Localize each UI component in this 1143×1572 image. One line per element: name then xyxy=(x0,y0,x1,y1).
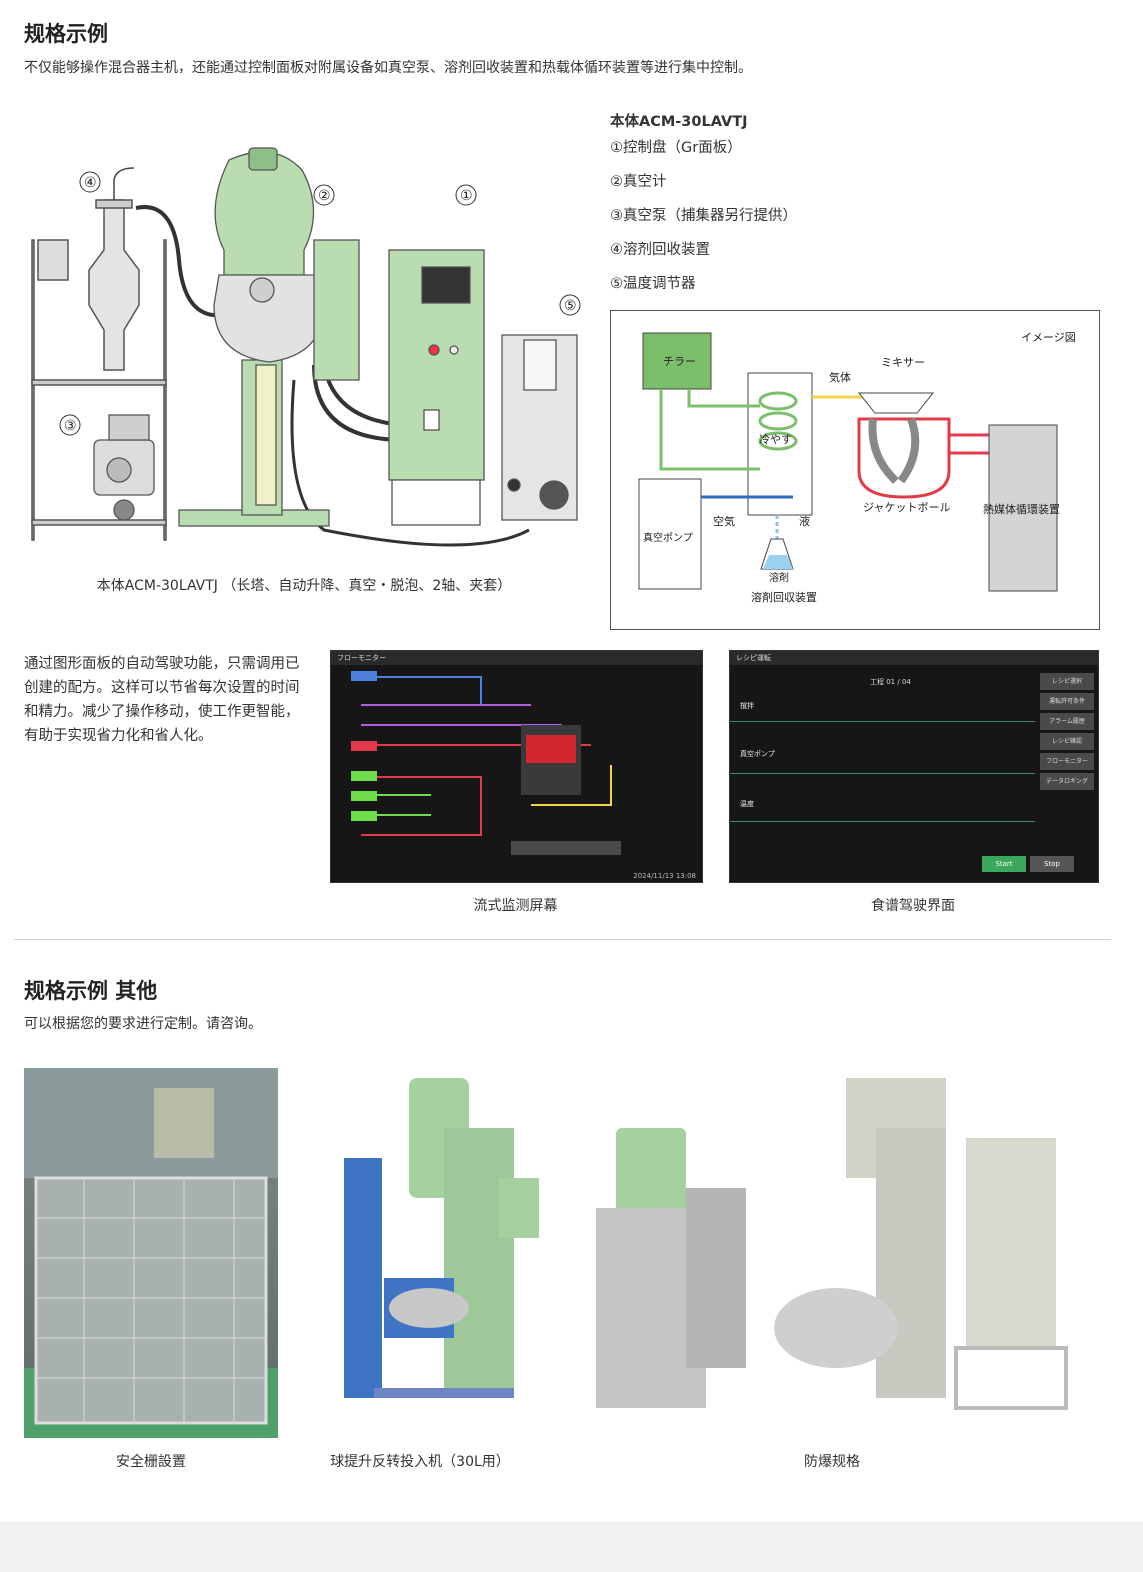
spec-item: ④溶剂回收装置 xyxy=(610,242,710,258)
spec-item: ②真空计 xyxy=(610,174,667,190)
explosion-proof-photo xyxy=(576,1068,1092,1428)
stop-button[interactable]: Stop xyxy=(1030,856,1074,872)
diagram-jacket-bowl-label: ジャケットボール xyxy=(863,501,951,514)
recipe-row-vacuum: 真空ポンプ xyxy=(740,750,775,758)
solvent-recovery-unit xyxy=(31,167,167,541)
diagram-heat-medium-label: 熱媒体循環装置 xyxy=(983,503,1060,516)
callout-5: ⑤ xyxy=(564,298,577,314)
recipe-menu-item[interactable]: フローモニター xyxy=(1040,753,1094,770)
recipe-menu-item[interactable]: データロギング xyxy=(1040,773,1094,790)
machine-illustration: ④ ② ① ⑤ ③ xyxy=(31,147,581,547)
diagram-mixer-label: ミキサー xyxy=(881,356,925,369)
diagram-chiller-label: チラー xyxy=(663,355,696,368)
recipe-row-stir: 撹拌 xyxy=(740,702,754,710)
diagram-cool-label: 冷やす xyxy=(759,433,792,446)
recipe-row-temp: 温度 xyxy=(740,800,754,808)
diagram-air-label: 空気 xyxy=(713,515,735,528)
spec-list: 本体ACM-30LAVTJ ①控制盘（Gr面板） ②真空计 ③真空泵（捕集器另行… xyxy=(610,110,797,307)
callout-3: ③ xyxy=(64,418,77,434)
page-footer xyxy=(0,1522,1143,1572)
recipe-screen-caption: 食谱驾驶界面 xyxy=(871,898,955,914)
callout-2: ② xyxy=(318,188,331,204)
recipe-menu-item[interactable]: レシピ確認 xyxy=(1040,733,1094,750)
bowl-lift-photo xyxy=(314,1068,550,1420)
flow-monitor-screenshot: フローモニター 2024/11/13 13:08 xyxy=(330,650,703,883)
section-lead: 不仅能够操作混合器主机，还能通过控制面板对附属设备如真空泵、溶剂回收装置和热载体… xyxy=(24,60,752,76)
safety-fence-photo xyxy=(24,1068,278,1438)
flow-monitor-time: 2024/11/13 13:08 xyxy=(633,872,696,880)
spec-item: ③真空泵（捕集器另行提供） xyxy=(610,208,797,224)
diagram-solvent-recovery-label: 溶剤回収装置 xyxy=(751,591,817,604)
recipe-menu-item[interactable]: 運転許可条件 xyxy=(1040,693,1094,710)
autopilot-description: 通过图形面板的自动驾驶功能，只需调用已创建的配方。这样可以节省每次设置的时间和精… xyxy=(24,656,300,744)
spec-title: 本体ACM-30LAVTJ xyxy=(610,114,748,130)
spec-item: ⑤温度调节器 xyxy=(610,276,696,292)
recipe-screen-title: レシピ運転 xyxy=(730,651,1098,665)
vacuum-pump xyxy=(93,414,155,521)
mixer-body xyxy=(178,147,360,527)
flow-monitor-title: フローモニター xyxy=(331,651,702,665)
callout-4: ④ xyxy=(84,175,97,191)
spec-item: ①控制盘（Gr面板） xyxy=(610,140,742,156)
temperature-regulator xyxy=(501,334,578,521)
recipe-menu-item[interactable]: レシピ選択 xyxy=(1040,673,1094,690)
system-diagram: イメージ図 チラー ミキサー 気体 冷やす ジャケットボール 熱媒体循環装置 真… xyxy=(610,310,1100,630)
safety-fence-caption: 安全栅設置 xyxy=(116,1454,186,1470)
diagram-image-label: イメージ図 xyxy=(1021,331,1076,344)
section2-title: 规格示例 其他 xyxy=(24,979,158,1003)
recipe-menu-item[interactable]: アラーム履歴 xyxy=(1040,713,1094,730)
control-panel xyxy=(388,249,485,526)
bowl-lift-caption: 球提升反转投入机（30L用） xyxy=(330,1454,510,1470)
section-divider xyxy=(14,939,1111,940)
machine-caption: 本体ACM-30LAVTJ （长塔、自动升降、真空・脱泡、2轴、夹套） xyxy=(96,578,512,594)
recipe-menu: レシピ選択 運転許可条件 アラーム履歴 レシピ確認 フローモニター データロギン… xyxy=(1040,673,1094,793)
diagram-vacuum-pump-label: 真空ポンプ xyxy=(643,533,693,544)
start-button[interactable]: Start xyxy=(982,856,1026,872)
explosion-proof-caption: 防爆规格 xyxy=(804,1454,860,1470)
callout-1: ① xyxy=(460,188,473,204)
flow-monitor-caption: 流式监测屏幕 xyxy=(473,898,558,914)
diagram-liquid-label: 液 xyxy=(799,515,810,528)
diagram-solvent-label: 溶剤 xyxy=(769,573,789,584)
section2-lead: 可以根据您的要求进行定制。请咨询。 xyxy=(24,1016,262,1032)
recipe-screen-screenshot: レシピ運転 工程 01 / 04 撹拌 真空ポンプ 温度 レシピ選択 運転許可条… xyxy=(729,650,1099,883)
section-title: 规格示例 xyxy=(24,22,108,46)
recipe-step: 工程 01 / 04 xyxy=(870,678,911,686)
diagram-gas-label: 気体 xyxy=(829,371,851,384)
